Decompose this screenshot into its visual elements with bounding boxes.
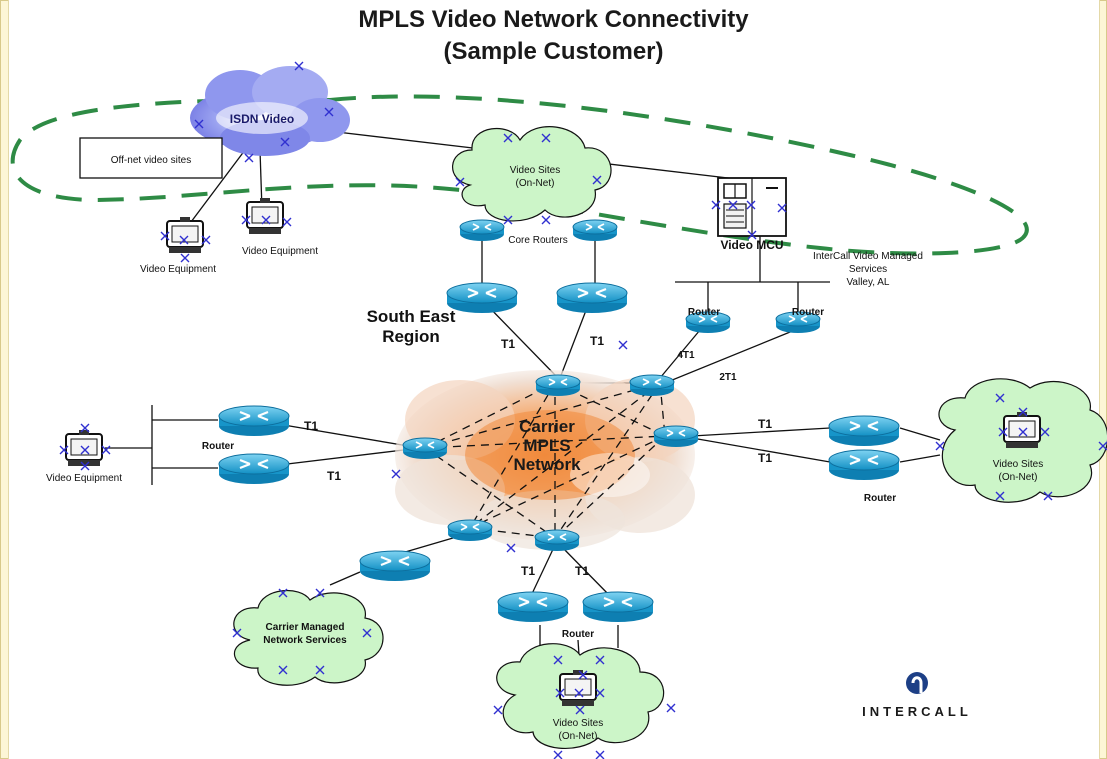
video-sites-cloud-top: Video Sites (On-Net) — [452, 126, 612, 222]
intercall-logo-text: INTERCALL — [862, 704, 972, 719]
offnet-box: Off-net video sites — [79, 137, 223, 179]
diagram-subtitle: (Sample Customer) — [443, 38, 664, 65]
intercall-logo: INTERCALL — [862, 672, 972, 719]
video-sites-label: Video Sites — [553, 718, 603, 729]
south-east-label-1: South East — [367, 307, 456, 326]
router-icon — [827, 448, 901, 482]
offnet-boundary-dashed-loop — [10, 94, 1029, 256]
video-sites-label: Video Sites — [993, 459, 1043, 470]
router-icon — [629, 374, 675, 397]
south-east-label-2: Region — [382, 327, 440, 346]
t1-label: T1 — [758, 451, 772, 465]
t1-label: T1 — [501, 337, 515, 351]
offnet-label: Off-net video sites — [111, 155, 191, 166]
router-icon — [402, 437, 448, 460]
video-equipment-icon — [559, 669, 597, 707]
video-mcu-server-icon — [717, 177, 787, 237]
router-icon — [535, 374, 581, 397]
video-equipment-label: Video Equipment — [242, 246, 318, 257]
router-label: Router — [792, 307, 824, 318]
router-icon — [459, 219, 505, 242]
t1-label: T1 — [758, 417, 772, 431]
video-equipment-label: Video Equipment — [140, 264, 216, 275]
network-label: Network — [513, 455, 581, 474]
router-icon — [445, 281, 519, 315]
isdn-video-cloud: ISDN Video — [190, 66, 350, 156]
router-icon — [496, 590, 570, 624]
intercall-label-3: Valley, AL — [847, 277, 890, 288]
video-mcu-label: Video MCU — [720, 238, 783, 252]
t1-label: T1 — [575, 564, 589, 578]
router-label: Router — [562, 629, 594, 640]
carrier-managed-label-2: Network Services — [263, 635, 347, 646]
t1-label: T1 — [521, 564, 535, 578]
on-net-label: (On-Net) — [999, 472, 1038, 483]
router-icon — [572, 219, 618, 242]
video-equipment-label: Video Equipment — [46, 473, 122, 484]
t1-label: T1 — [304, 419, 318, 433]
core-routers-label: Core Routers — [508, 235, 567, 246]
diagram-title: MPLS Video Network Connectivity — [358, 6, 749, 33]
two-t1-label: 2T1 — [719, 372, 737, 383]
t1-label: T1 — [590, 334, 604, 348]
carrier-label: Carrier — [519, 417, 575, 436]
carrier-managed-label-1: Carrier Managed — [266, 622, 345, 633]
on-net-label: (On-Net) — [559, 731, 598, 742]
router-label: Router — [864, 493, 896, 504]
intercall-label-2: Services — [849, 264, 887, 275]
video-equipment-icon — [166, 216, 204, 254]
router-label: Router — [688, 307, 720, 318]
mpls-mesh-links — [424, 382, 666, 539]
t1-label: T1 — [327, 469, 341, 483]
router-icon — [827, 414, 901, 448]
router-icon — [581, 590, 655, 624]
carrier-mpls-cloud — [395, 370, 695, 550]
video-equipment-icon — [246, 197, 284, 235]
router-icon — [555, 281, 629, 315]
router-icon — [447, 519, 493, 542]
router-icon — [217, 404, 291, 438]
video-equipment-icon — [65, 429, 103, 467]
on-net-label: (On-Net) — [516, 178, 555, 189]
router-icon — [358, 549, 432, 583]
router-icon — [653, 425, 699, 448]
mpls-label: MPLS — [523, 436, 570, 455]
video-sites-label: Video Sites — [510, 165, 560, 176]
four-t1-label: 4T1 — [677, 350, 695, 361]
router-icon — [217, 452, 291, 486]
isdn-label: ISDN Video — [230, 112, 294, 126]
router-label: Router — [202, 441, 234, 452]
intercall-label-1: InterCall Video Managed — [813, 251, 923, 262]
video-equipment-icon — [1003, 411, 1041, 449]
carrier-managed-cloud: Carrier Managed Network Services — [233, 589, 384, 686]
router-icon — [534, 529, 580, 552]
